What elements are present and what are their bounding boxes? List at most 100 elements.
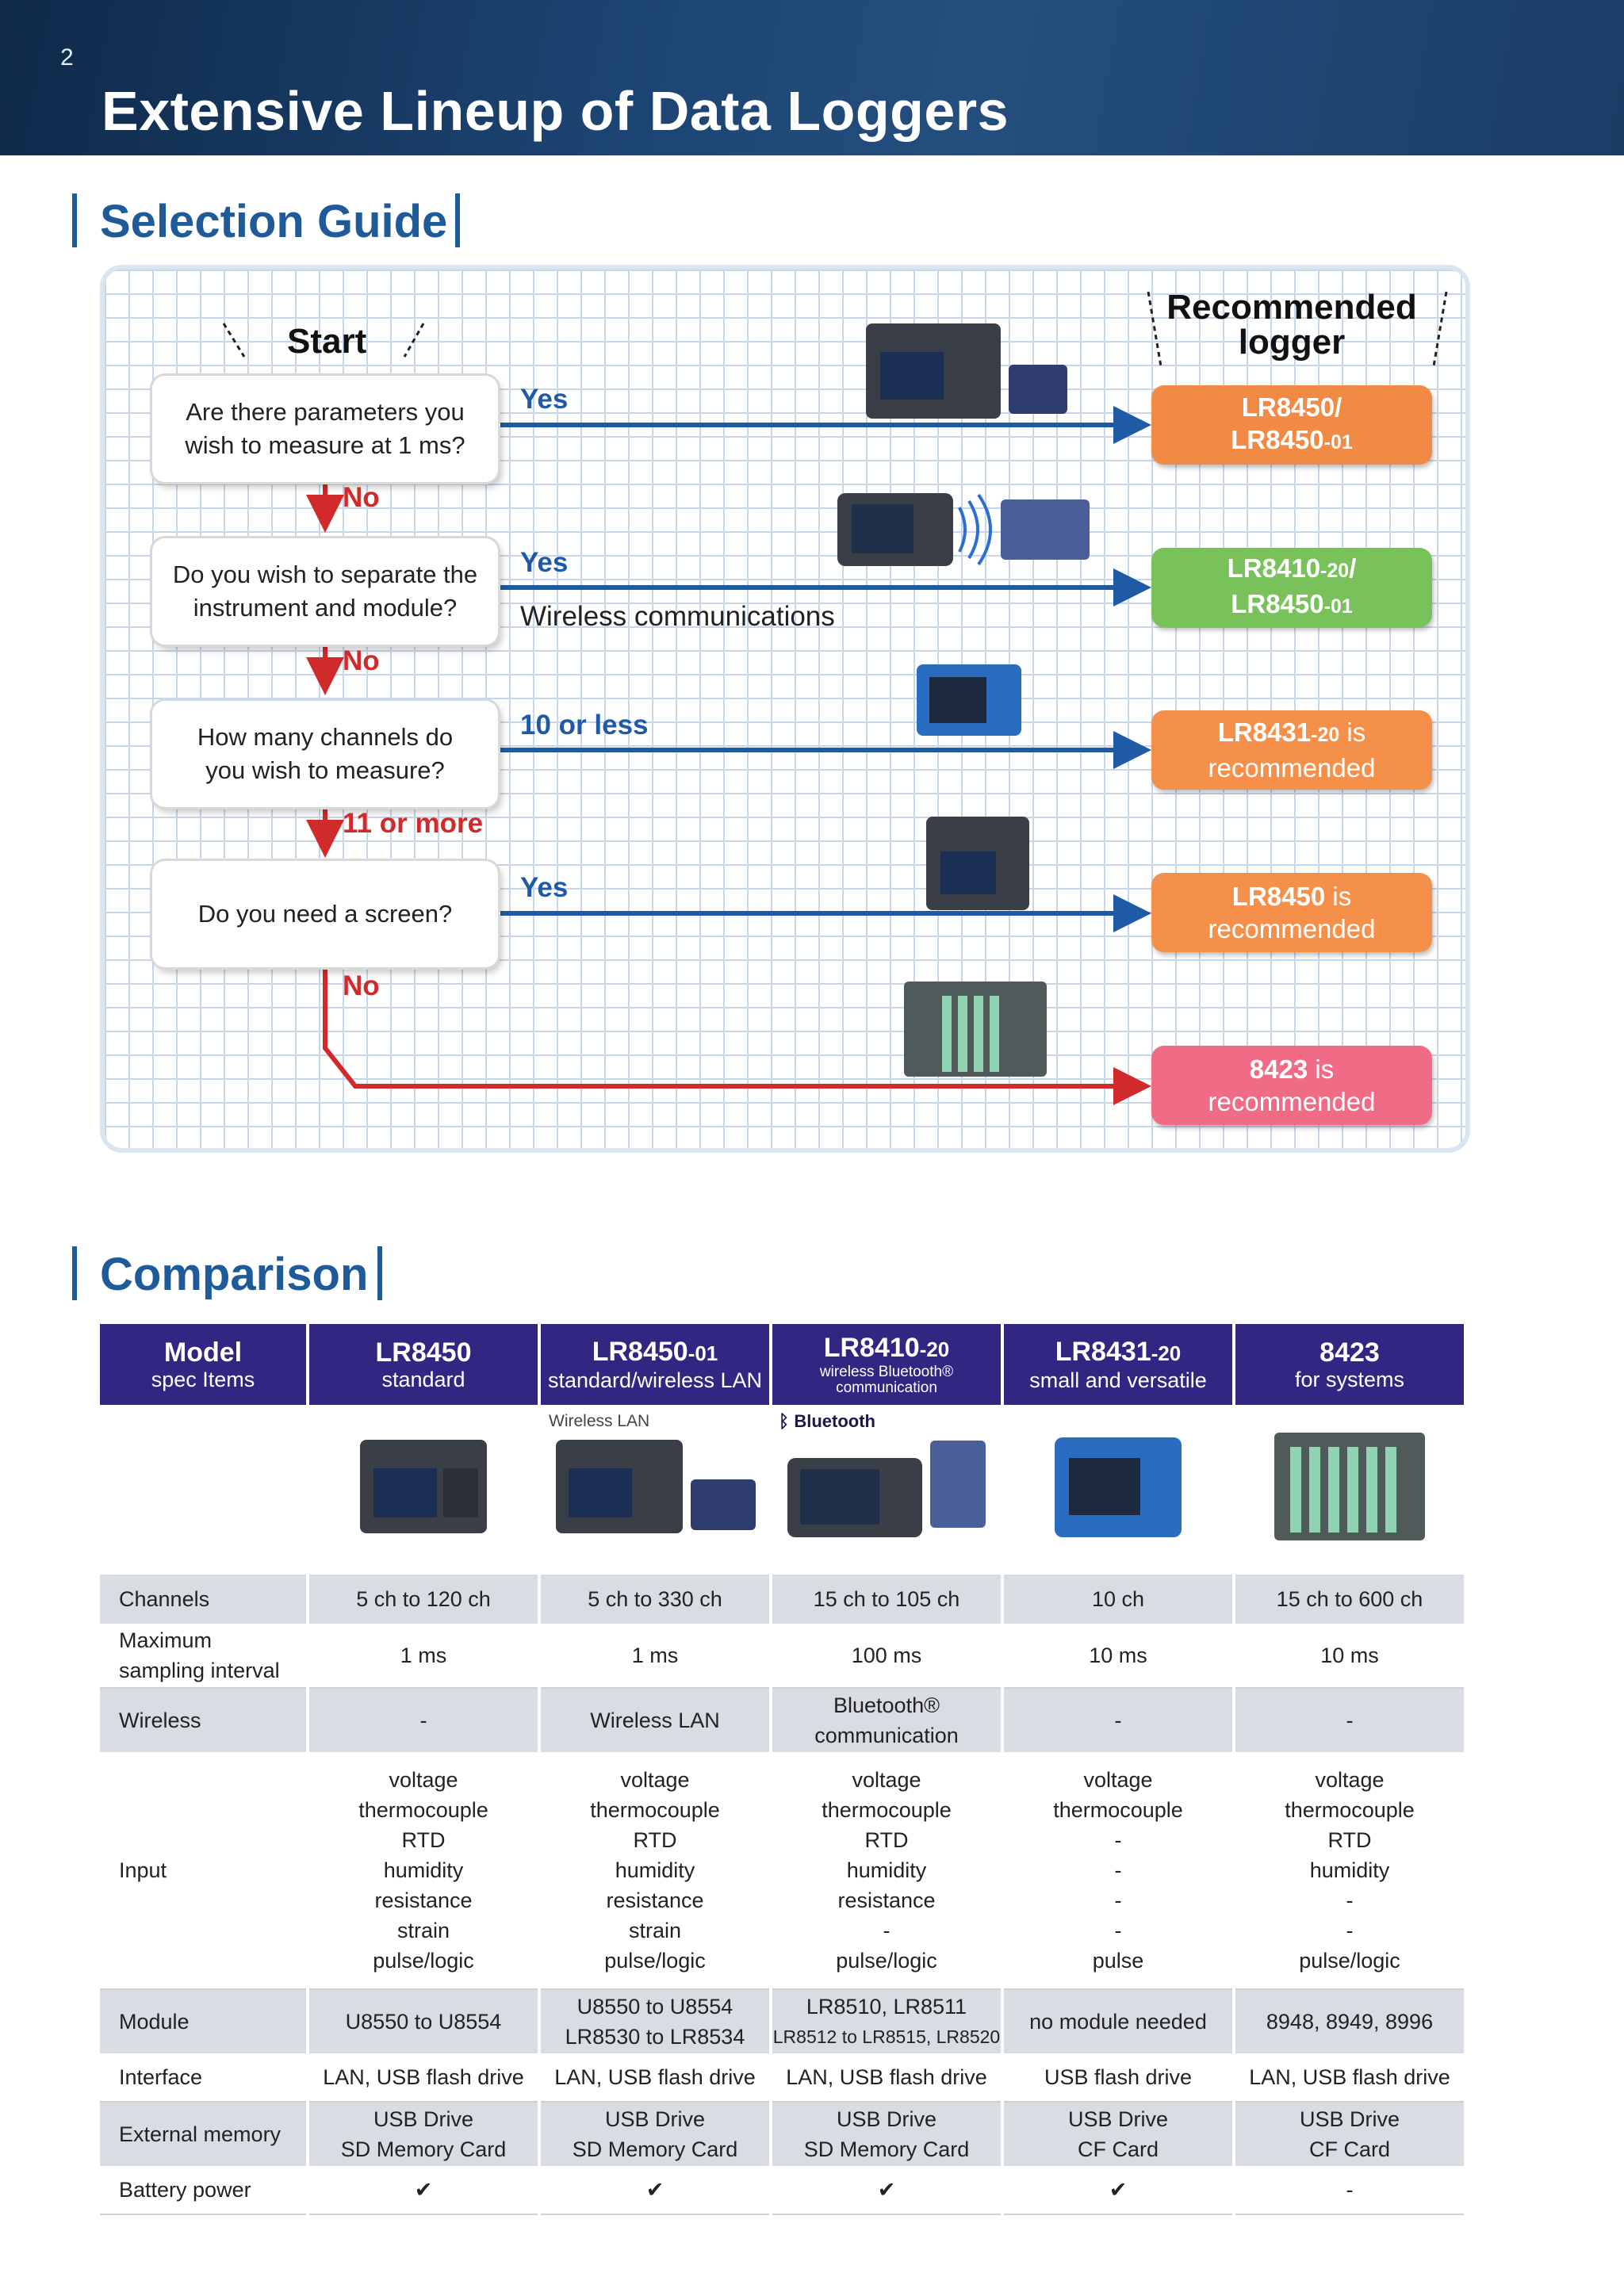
8423-image [1274, 1433, 1425, 1540]
model-3-desc: wireless Bluetooth® communication [819, 1364, 954, 1396]
sampling-lr8431-20: 10 ms [1004, 1624, 1232, 1689]
section-bar-right [455, 193, 460, 247]
device-illustration-lr8410 [837, 493, 1090, 566]
module-lr8431-20: no module needed [1004, 1990, 1232, 2053]
model-3-suffix: -20 [919, 1337, 950, 1361]
cell-line: strain [628, 1919, 682, 1942]
cell-line: U8550 to U8554 [576, 1995, 733, 2019]
header-model-label: Model [163, 1337, 243, 1368]
lr8450-image [360, 1440, 487, 1533]
cell-line: resistance [374, 1888, 473, 1912]
recommended-logger-label: Recommended logger [1151, 290, 1432, 360]
cell-line: thermocouple [590, 1798, 720, 1822]
result-1-model-b-suffix: -01 [1323, 431, 1353, 453]
model-3-name: LR8410 [823, 1333, 920, 1363]
model-5-name: 8423 [1320, 1337, 1380, 1368]
cell-line: SD Memory Card [340, 2137, 507, 2161]
header-spec-items: Model spec Items [100, 1324, 306, 1405]
no-arrows [306, 480, 1151, 1105]
row-label-module: Module [100, 1990, 306, 2053]
battery-lr8410-20-check-icon: ✔ [772, 2166, 1001, 2215]
section-bar-left-2 [72, 1246, 77, 1300]
image-cell-lr8450 [309, 1405, 538, 1575]
comparison-title: Comparison [100, 1249, 369, 1300]
q4-yes-label: Yes [520, 872, 569, 903]
row-label-channels: Channels [100, 1575, 306, 1624]
result-4-is: is [1325, 882, 1352, 911]
cell-line: - [1114, 1888, 1122, 1912]
q4-no-label: No [343, 970, 380, 1001]
header-model-2: LR8450-01 standard/wireless LAN [541, 1324, 769, 1405]
recommended-line-1: Recommended [1166, 288, 1417, 327]
model-1-name: LR8450 [375, 1337, 472, 1368]
q1-no-label: No [343, 482, 380, 513]
model-4-name: LR8431 [1055, 1337, 1151, 1367]
cell-line: thermocouple [1285, 1798, 1415, 1822]
cell-line: strain [396, 1919, 450, 1942]
lr8410-20-image [787, 1441, 986, 1537]
header-spec-label: spec Items [151, 1368, 255, 1391]
cell-line: SD Memory Card [803, 2137, 970, 2161]
yes-arrows [498, 406, 1151, 932]
sampling-lr8410-20: 100 ms [772, 1624, 1001, 1689]
image-cell-empty [100, 1405, 306, 1575]
interface-lr8410-20: LAN, USB flash drive [772, 2053, 1001, 2103]
result-1-model-b: LR8450 [1231, 425, 1324, 454]
channels-lr8450-01: 5 ch to 330 ch [541, 1575, 769, 1624]
device-illustration-8423 [904, 982, 1047, 1077]
model-4-suffix: -20 [1151, 1341, 1182, 1365]
question-2-line-2: instrument and module? [193, 594, 458, 622]
cell-line: voltage [620, 1768, 690, 1792]
cell-line: resistance [606, 1888, 704, 1912]
cell-line: 8948, 8949, 8996 [1266, 2010, 1434, 2034]
cell-line: LR8510, LR8511 [806, 1995, 967, 2019]
cell-line: LR8530 to LR8534 [565, 2025, 745, 2049]
image-row: Wireless LAN ᛒ Bluetooth [100, 1405, 1464, 1575]
result-3-is: is [1339, 718, 1366, 747]
cell-line: - [1346, 1888, 1354, 1912]
sampling-lr8450: 1 ms [309, 1624, 538, 1689]
channels-lr8410-20: 15 ch to 105 ch [772, 1575, 1001, 1624]
cell-line: - [1114, 1828, 1122, 1852]
model-5-desc: for systems [1294, 1368, 1405, 1391]
row-label-input: Input [100, 1752, 306, 1990]
channels-8423: 15 ch to 600 ch [1235, 1575, 1464, 1624]
section-bar-left [72, 193, 77, 247]
cell-line: voltage [1083, 1768, 1153, 1792]
cell-line: U8550 to U8554 [345, 2010, 502, 2034]
result-5-model: 8423 [1249, 1054, 1308, 1084]
cell-line: humidity [1309, 1858, 1390, 1882]
cell-line: CF Card [1308, 2137, 1390, 2161]
model-4-desc: small and versatile [1029, 1368, 1207, 1392]
result-2-model-b-suffix: -01 [1323, 595, 1353, 618]
q1-yes-label: Yes [520, 384, 569, 415]
wireless-lr8450: - [309, 1689, 538, 1752]
cell-line: USB Drive [604, 2107, 706, 2131]
device-illustration-lr8431 [917, 664, 1021, 736]
cell-line: LR8512 to LR8515, LR8520 [772, 2026, 1001, 2047]
wireless-lr8450-01: Wireless LAN [541, 1689, 769, 1752]
question-1-line-2: wish to measure at 1 ms? [185, 431, 465, 459]
battery-lr8450-01-check-icon: ✔ [541, 2166, 769, 2215]
result-5-recommended: recommended [1208, 1087, 1376, 1116]
bluetooth-tag-text: Bluetooth [794, 1411, 875, 1431]
recommended-line-2: logger [1238, 323, 1346, 362]
cell-line: USB Drive [1067, 2107, 1169, 2131]
module-8423: 8948, 8949, 8996 [1235, 1990, 1464, 2053]
selection-flowchart: Start Recommended logger Are there param… [100, 265, 1470, 1153]
question-4-line-1: Do you need a screen? [197, 900, 453, 928]
table-row-battery: Battery power ✔ ✔ ✔ ✔ - [100, 2166, 1464, 2215]
question-2-line-1: Do you wish to separate the [172, 561, 478, 588]
cell-line: - [1346, 1919, 1354, 1942]
result-lr8450: LR8450/ LR8450-01 [1151, 385, 1432, 465]
interface-lr8450-01: LAN, USB flash drive [541, 2053, 769, 2103]
cell-line: thermocouple [822, 1798, 952, 1822]
